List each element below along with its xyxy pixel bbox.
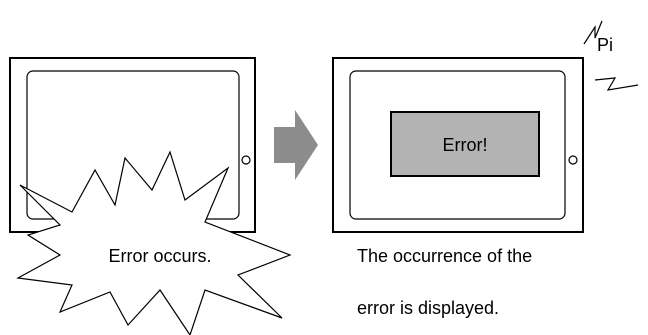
error-popup [390,111,540,177]
right-display-unit: Error! [332,57,584,233]
sound-label: Pi [597,35,613,55]
sound-zigzag-bottom-icon [594,77,639,91]
caption-line-1: The occurrence of the [357,246,532,266]
burst-shape [16,150,292,335]
right-power-led [568,155,578,165]
sound-zigzag-top-icon [583,20,603,45]
transition-arrow-icon [274,110,318,180]
left-power-led [241,155,251,165]
caption: The occurrence of the error is displayed… [357,246,532,318]
error-burst: Error occurs. [16,150,292,335]
error-popup-label: Error! [443,135,488,155]
beep-sound-indicator: Pi [583,20,639,91]
burst-label: Error occurs. [108,246,211,266]
caption-line-2: error is displayed. [357,298,499,318]
